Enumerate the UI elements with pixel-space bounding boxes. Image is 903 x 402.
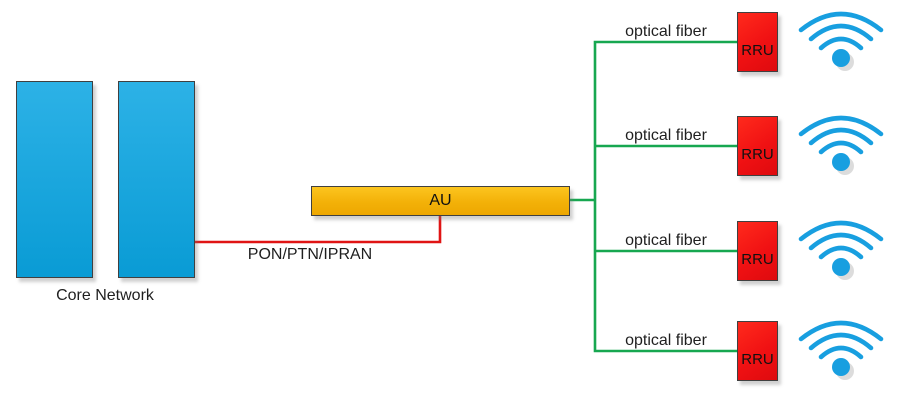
rru-node-1[interactable]: RRU: [737, 12, 778, 72]
core-network-label: Core Network: [56, 287, 154, 304]
fiber-label-1: optical fiber: [625, 23, 707, 40]
pon-link-line: [195, 216, 442, 244]
fiber-trunk-line: [593, 40, 737, 353]
core-network-node-1[interactable]: [16, 81, 93, 278]
core-network-node-2[interactable]: [118, 81, 195, 278]
rru-label: RRU: [741, 42, 774, 59]
rru-label: RRU: [741, 146, 774, 163]
wifi-signal-icon: [798, 11, 884, 71]
fiber-label-2: optical fiber: [625, 127, 707, 144]
wifi-signal-icon: [798, 220, 884, 280]
rru-label: RRU: [741, 251, 774, 268]
rru-label: RRU: [741, 351, 774, 368]
wifi-signal-icon: [798, 320, 884, 380]
rru-node-2[interactable]: RRU: [737, 116, 778, 176]
backhaul-link-label: PON/PTN/IPRAN: [247, 246, 373, 263]
au-node[interactable]: AU: [311, 186, 570, 216]
rru-node-4[interactable]: RRU: [737, 321, 778, 381]
fiber-label-4: optical fiber: [625, 332, 707, 349]
fiber-label-3: optical fiber: [625, 232, 707, 249]
wifi-signal-icon: [798, 115, 884, 175]
rru-node-3[interactable]: RRU: [737, 221, 778, 281]
au-label: AU: [429, 192, 452, 209]
